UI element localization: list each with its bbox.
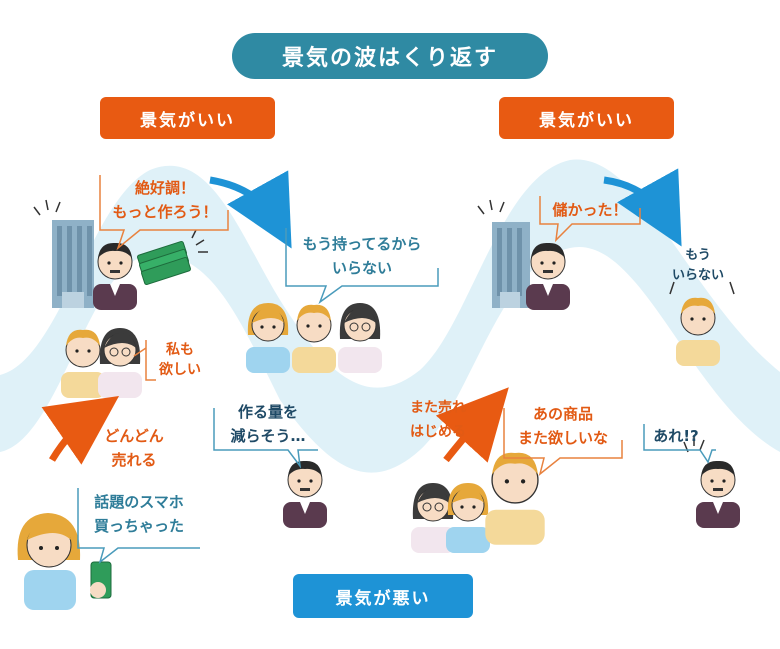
bubble-mou-motteru-outline <box>285 228 439 305</box>
bubble-tsukuru-ryou-outline <box>213 408 318 469</box>
bubble-zekkouchou: 絶好調！ もっと作ろう！ <box>104 176 226 224</box>
bubble-line: 作る量を <box>237 403 298 421</box>
bubble-watashi-mo: 私も 欲しい <box>152 340 208 380</box>
bubble-line: 話題のスマホ <box>94 493 184 511</box>
bubble-line: 私も <box>166 342 194 358</box>
sales-rise-arrow-left <box>41 396 120 465</box>
bubble-line: あの商品 <box>532 405 593 423</box>
bubble-line: いらない <box>331 259 392 277</box>
money-stack-icon <box>137 229 208 286</box>
bubble-mou-iranai: もう いらない <box>666 246 730 286</box>
bubble-are: あれ!? <box>653 427 699 445</box>
bubble-line: 売れる <box>111 451 157 469</box>
bubble-mata-ure: また売れ はじめる <box>400 396 476 444</box>
bubble-wadai: 話題のスマホ 買っちゃった <box>80 490 198 538</box>
bubble-line: 欲しい <box>159 362 201 378</box>
bubble-tsukuru-ryou: 作る量を 減らそう… <box>216 400 320 448</box>
sales-drop-arrow-left <box>209 170 292 249</box>
bubble-wadai-outline <box>77 488 200 565</box>
bubble-ano-shouhin-outline <box>503 408 623 476</box>
worry-marks <box>669 281 735 295</box>
bubble-moukatta-outline <box>539 196 641 243</box>
company-president-figure-far-right <box>695 460 741 529</box>
bubble-dondon: どんどん 売れる <box>94 424 174 472</box>
bubble-watashi-mo-outline <box>133 340 156 381</box>
smartphone-woman-figure <box>17 513 112 610</box>
page-title: 景気の波はくり返す <box>232 33 548 79</box>
bubble-ano-shouhin: あの商品 また欲しいな <box>506 402 620 450</box>
young-man-figure-large <box>484 452 546 546</box>
bubble-line: もっと作ろう！ <box>112 203 218 221</box>
bubble-line: また欲しいな <box>517 429 608 447</box>
office-building-right <box>477 199 530 308</box>
company-president-figure-center <box>282 460 328 529</box>
bubble-line: 減らそう… <box>230 427 306 445</box>
bubble-line: はじめる <box>410 424 466 440</box>
bubble-line: また売れ <box>410 400 466 416</box>
woman-with-glasses-figure <box>97 327 143 399</box>
office-building-left <box>33 199 94 308</box>
bubble-line: 絶好調！ <box>134 179 195 197</box>
bad-economy-label: 景気が悪い <box>293 574 473 618</box>
bubble-mou-motteru: もう持ってるから いらない <box>288 232 436 280</box>
economy-wave-band <box>0 159 780 473</box>
woman-with-glasses-figure-2 <box>337 302 383 374</box>
good-economy-label-right: 景気がいい <box>499 97 674 139</box>
bubble-line: どんどん <box>104 427 164 445</box>
bubble-line: 買っちゃった <box>93 517 184 535</box>
company-president-figure-right <box>525 242 571 311</box>
bubble-zekkouchou-outline <box>99 175 229 251</box>
sales-rise-arrow-right <box>435 387 509 463</box>
bubble-line: もう持ってるから <box>302 235 422 253</box>
sales-drop-arrow-right <box>603 168 682 247</box>
bubble-are-outline <box>643 424 716 464</box>
bubble-line: いらない <box>671 268 724 283</box>
bubble-line: もう <box>685 248 711 263</box>
good-economy-label-left: 景気がいい <box>100 97 275 139</box>
bubble-moukatta: 儲かった！ <box>552 201 628 219</box>
